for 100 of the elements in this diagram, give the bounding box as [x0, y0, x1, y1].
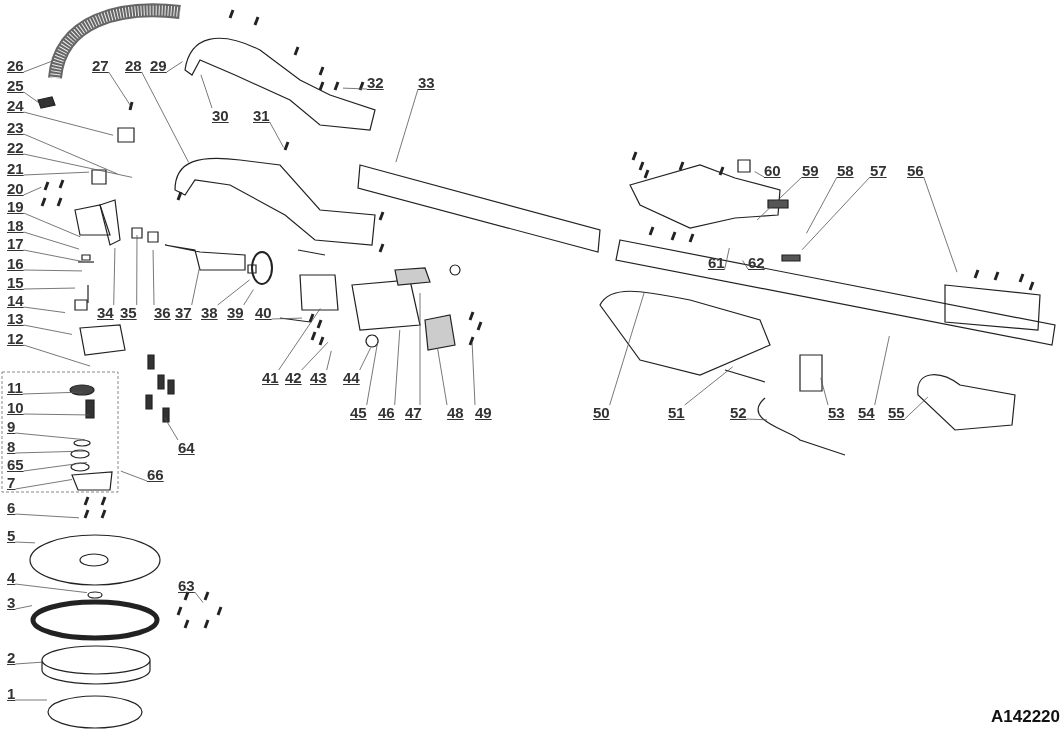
leader-line [23, 287, 76, 290]
leader-line [23, 60, 53, 73]
callout-number: 39 [227, 305, 244, 321]
callout-number: 11 [7, 380, 23, 396]
callout-number: 27 [92, 58, 109, 74]
callout-number: 16 [7, 256, 24, 272]
leader-line [23, 133, 118, 175]
callout-number: 60 [764, 163, 781, 179]
leader-line [684, 366, 734, 406]
leader-line [746, 418, 768, 421]
callout-number: 31 [253, 108, 270, 124]
leader-line [23, 462, 88, 472]
leader-line [14, 541, 36, 544]
leader-line [23, 212, 81, 238]
leader-line [23, 344, 91, 367]
callout-number: 28 [125, 58, 142, 74]
leader-line [23, 91, 40, 104]
leader-line [14, 661, 43, 665]
leader-line [23, 153, 133, 178]
callout-number: 35 [120, 305, 137, 321]
callout-number: 18 [7, 218, 24, 234]
leader-line [904, 396, 929, 420]
leader-line [23, 171, 90, 176]
leader-line [23, 413, 90, 416]
leader-line [419, 292, 421, 406]
callout-number: 23 [7, 120, 24, 136]
leader-line [23, 186, 42, 196]
callout-number: 61 [708, 255, 725, 271]
leader-line [166, 61, 183, 73]
leader-line [23, 111, 114, 136]
callout-number: 15 [7, 275, 24, 291]
leader-line [874, 335, 890, 406]
callout-number: 44 [343, 370, 360, 386]
callout-number: 1 [7, 686, 16, 702]
leader-line [136, 234, 138, 306]
callout-number: 55 [888, 405, 905, 421]
callout-number: 9 [7, 419, 16, 435]
leader-line [14, 479, 73, 490]
leader-line [120, 470, 148, 482]
leader-line [194, 591, 204, 604]
callout-number: 54 [858, 405, 875, 421]
callout-number: 53 [828, 405, 845, 421]
leader-line [23, 249, 83, 262]
callout-number: 43 [310, 370, 327, 386]
callout-number: 41 [262, 370, 279, 386]
leader-line [342, 87, 368, 90]
callout-number: 3 [7, 595, 16, 611]
callout-number: 57 [870, 163, 887, 179]
leader-line [271, 317, 303, 320]
callout-number: 25 [7, 78, 24, 94]
callout-number: 17 [7, 236, 24, 252]
leader-line [23, 269, 83, 272]
leader-line [326, 350, 332, 371]
leader-line [366, 342, 378, 406]
leader-line [217, 279, 251, 306]
callout-number: 52 [730, 405, 747, 421]
callout-number: 56 [907, 163, 924, 179]
leader-line [471, 342, 476, 406]
callout-number: 42 [285, 370, 302, 386]
leader-line [301, 341, 329, 371]
callout-number: 22 [7, 140, 24, 156]
callout-number: 30 [212, 108, 229, 124]
leader-line [14, 605, 33, 610]
leader-line [14, 583, 88, 594]
callout-number: 6 [7, 500, 16, 516]
callout-number: 64 [178, 440, 195, 456]
leader-line [141, 71, 189, 163]
callout-number: 13 [7, 311, 24, 327]
leader-line [14, 699, 48, 701]
callout-number: 19 [7, 199, 24, 215]
leader-line [754, 171, 765, 178]
callout-number: 48 [447, 405, 464, 421]
callout-number: 29 [150, 58, 167, 74]
leader-line [200, 74, 213, 109]
leader-line [152, 249, 155, 306]
callout-number: 2 [7, 650, 16, 666]
callout-number: 58 [837, 163, 854, 179]
callout-number: 51 [668, 405, 685, 421]
leader-line [395, 88, 419, 163]
leader-line [23, 324, 73, 335]
leader-line [724, 247, 730, 270]
leader-line [23, 306, 66, 313]
leader-line [14, 432, 86, 441]
callout-number: 26 [7, 58, 24, 74]
leader-line [801, 176, 871, 251]
callout-number: 24 [7, 98, 24, 114]
callout-number: 59 [802, 163, 819, 179]
leader-line [278, 308, 321, 371]
callout-number: 20 [7, 181, 24, 197]
callout-number: 37 [175, 305, 192, 321]
leader-line [923, 176, 958, 273]
leader-line [609, 292, 645, 406]
leader-line [164, 417, 179, 441]
callout-number: 45 [350, 405, 367, 421]
callout-number: 40 [255, 305, 272, 321]
callout-number: 65 [7, 457, 24, 473]
leader-line [742, 260, 749, 270]
leader-line [113, 247, 116, 306]
callout-number: 33 [418, 75, 435, 91]
leader-line [756, 176, 803, 221]
